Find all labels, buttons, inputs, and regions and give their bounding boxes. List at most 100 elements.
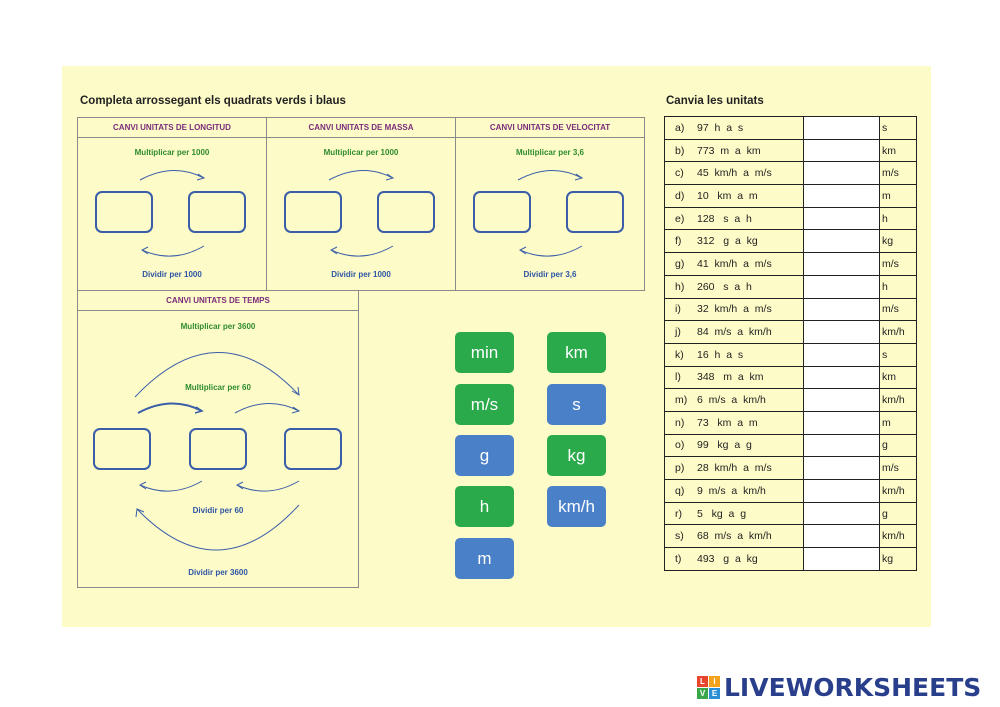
answer-unit: km/h: [879, 479, 917, 503]
answer-input[interactable]: [803, 342, 880, 367]
conversion-letter: k): [675, 348, 684, 361]
arrow-left-icon: [236, 480, 300, 492]
drag-tile-km[interactable]: km: [547, 332, 606, 373]
drag-tile-km-per-h[interactable]: km/h: [547, 486, 606, 527]
arrow-right-icon: [328, 169, 395, 181]
answer-input[interactable]: [803, 252, 880, 276]
conversion-row: q) 9 m/s a km/h km/h: [664, 479, 917, 503]
drop-box-longitud-left[interactable]: [95, 191, 153, 233]
answer-unit: s: [879, 116, 917, 140]
panel-temps-title: CANVI UNITATS DE TEMPS: [78, 291, 358, 311]
drop-box-massa-left[interactable]: [284, 191, 342, 233]
conversion-text: 128 s a h: [697, 212, 752, 225]
conversion-question: d)10 km a m: [664, 184, 804, 208]
answer-unit: h: [879, 274, 917, 299]
answer-input[interactable]: [803, 524, 880, 549]
conversion-text: 493 g a kg: [697, 552, 758, 565]
conversion-row: l)348 m a km km: [664, 365, 917, 390]
drop-box-temps-left[interactable]: [93, 428, 151, 470]
panel-velocitat-title: CANVI UNITATS DE VELOCITAT: [456, 118, 644, 138]
conversion-letter: n): [675, 416, 685, 429]
conversion-text: 16 h a s: [697, 348, 744, 361]
drop-box-longitud-right[interactable]: [188, 191, 246, 233]
answer-input[interactable]: [803, 184, 880, 208]
conversion-text: 312 g a kg: [697, 235, 758, 248]
answer-input[interactable]: [803, 501, 880, 526]
answer-input[interactable]: [803, 138, 880, 163]
drop-box-temps-middle[interactable]: [189, 428, 247, 470]
drag-tile-m[interactable]: m: [455, 538, 514, 579]
conversion-text: 45 km/h a m/s: [697, 167, 772, 180]
answer-input[interactable]: [803, 433, 880, 458]
conversion-question: a)97 h a s: [664, 116, 804, 140]
drag-tile-s[interactable]: s: [547, 384, 606, 425]
conversion-text: 773 m a km: [697, 144, 761, 157]
conversion-question: h)260 s a h: [664, 274, 804, 299]
answer-unit: m/s: [879, 252, 917, 276]
answer-input[interactable]: [803, 229, 880, 254]
conversion-letter: m): [675, 394, 688, 407]
conversion-text: 28 km/h a m/s: [697, 462, 772, 475]
drop-box-massa-right[interactable]: [377, 191, 435, 233]
answer-input[interactable]: [803, 479, 880, 503]
left-instruction-title: Completa arrossegant els quadrats verds …: [80, 95, 346, 107]
conversion-question: c) 45 km/h a m/s: [664, 161, 804, 186]
arrow-left-icon: [141, 245, 205, 257]
answer-input[interactable]: [803, 547, 880, 571]
conversion-question: m)6 m/s a km/h: [664, 388, 804, 412]
drop-box-velocitat-left[interactable]: [473, 191, 531, 233]
conversion-question: k) 16 h a s: [664, 342, 804, 367]
logo-square: V: [697, 688, 708, 699]
answer-input[interactable]: [803, 161, 880, 186]
answer-unit: s: [879, 342, 917, 367]
conversion-letter: o): [675, 439, 685, 452]
conversion-letter: b): [675, 144, 685, 157]
answer-input[interactable]: [803, 456, 880, 480]
drop-box-velocitat-right[interactable]: [566, 191, 624, 233]
conversion-letter: h): [675, 280, 685, 293]
answer-input[interactable]: [803, 116, 880, 140]
conversion-text: 97 h a s: [697, 121, 744, 134]
conversion-question: r)5 kg a g: [664, 501, 804, 526]
drag-tile-m-per-s[interactable]: m/s: [455, 384, 514, 425]
conversion-letter: i): [675, 303, 681, 316]
panel-massa-divide-label: Dividir per 1000: [331, 270, 391, 279]
conversion-text: 9 m/s a km/h: [697, 484, 766, 497]
answer-unit: km/h: [879, 320, 917, 344]
answer-input[interactable]: [803, 274, 880, 299]
logo-square: I: [709, 676, 720, 687]
conversion-question: l)348 m a km: [664, 365, 804, 390]
answer-input[interactable]: [803, 206, 880, 231]
answer-input[interactable]: [803, 388, 880, 412]
conversion-question: b) 773 m a km: [664, 138, 804, 163]
drop-box-temps-right[interactable]: [284, 428, 342, 470]
drag-tile-min[interactable]: min: [455, 332, 514, 373]
arrow-right-icon: [137, 402, 204, 414]
conversion-letter: s): [675, 530, 684, 543]
drag-tile-h[interactable]: h: [455, 486, 514, 527]
panel-temps-divide-3600-label: Dividir per 3600: [188, 568, 248, 577]
conversion-row: a)97 h a s s: [664, 116, 917, 140]
arrow-right-icon: [517, 169, 584, 181]
answer-unit: m/s: [879, 297, 917, 322]
answer-input[interactable]: [803, 297, 880, 322]
arrow-right-icon: [139, 169, 206, 181]
answer-unit: g: [879, 433, 917, 458]
conversion-question: p)28 km/h a m/s: [664, 456, 804, 480]
answer-input[interactable]: [803, 410, 880, 435]
conversion-letter: q): [675, 484, 685, 497]
conversion-letter: g): [675, 257, 685, 270]
answer-unit: km: [879, 365, 917, 390]
panel-massa-multiply-label: Multiplicar per 1000: [323, 148, 399, 157]
drag-tile-g[interactable]: g: [455, 435, 514, 476]
panel-temps-multiply-60-label: Multiplicar per 60: [185, 383, 251, 392]
conversion-letter: c): [675, 167, 684, 180]
conversion-text: 84 m/s a km/h: [697, 326, 772, 339]
drag-tile-kg[interactable]: kg: [547, 435, 606, 476]
answer-input[interactable]: [803, 320, 880, 344]
answer-input[interactable]: [803, 365, 880, 390]
